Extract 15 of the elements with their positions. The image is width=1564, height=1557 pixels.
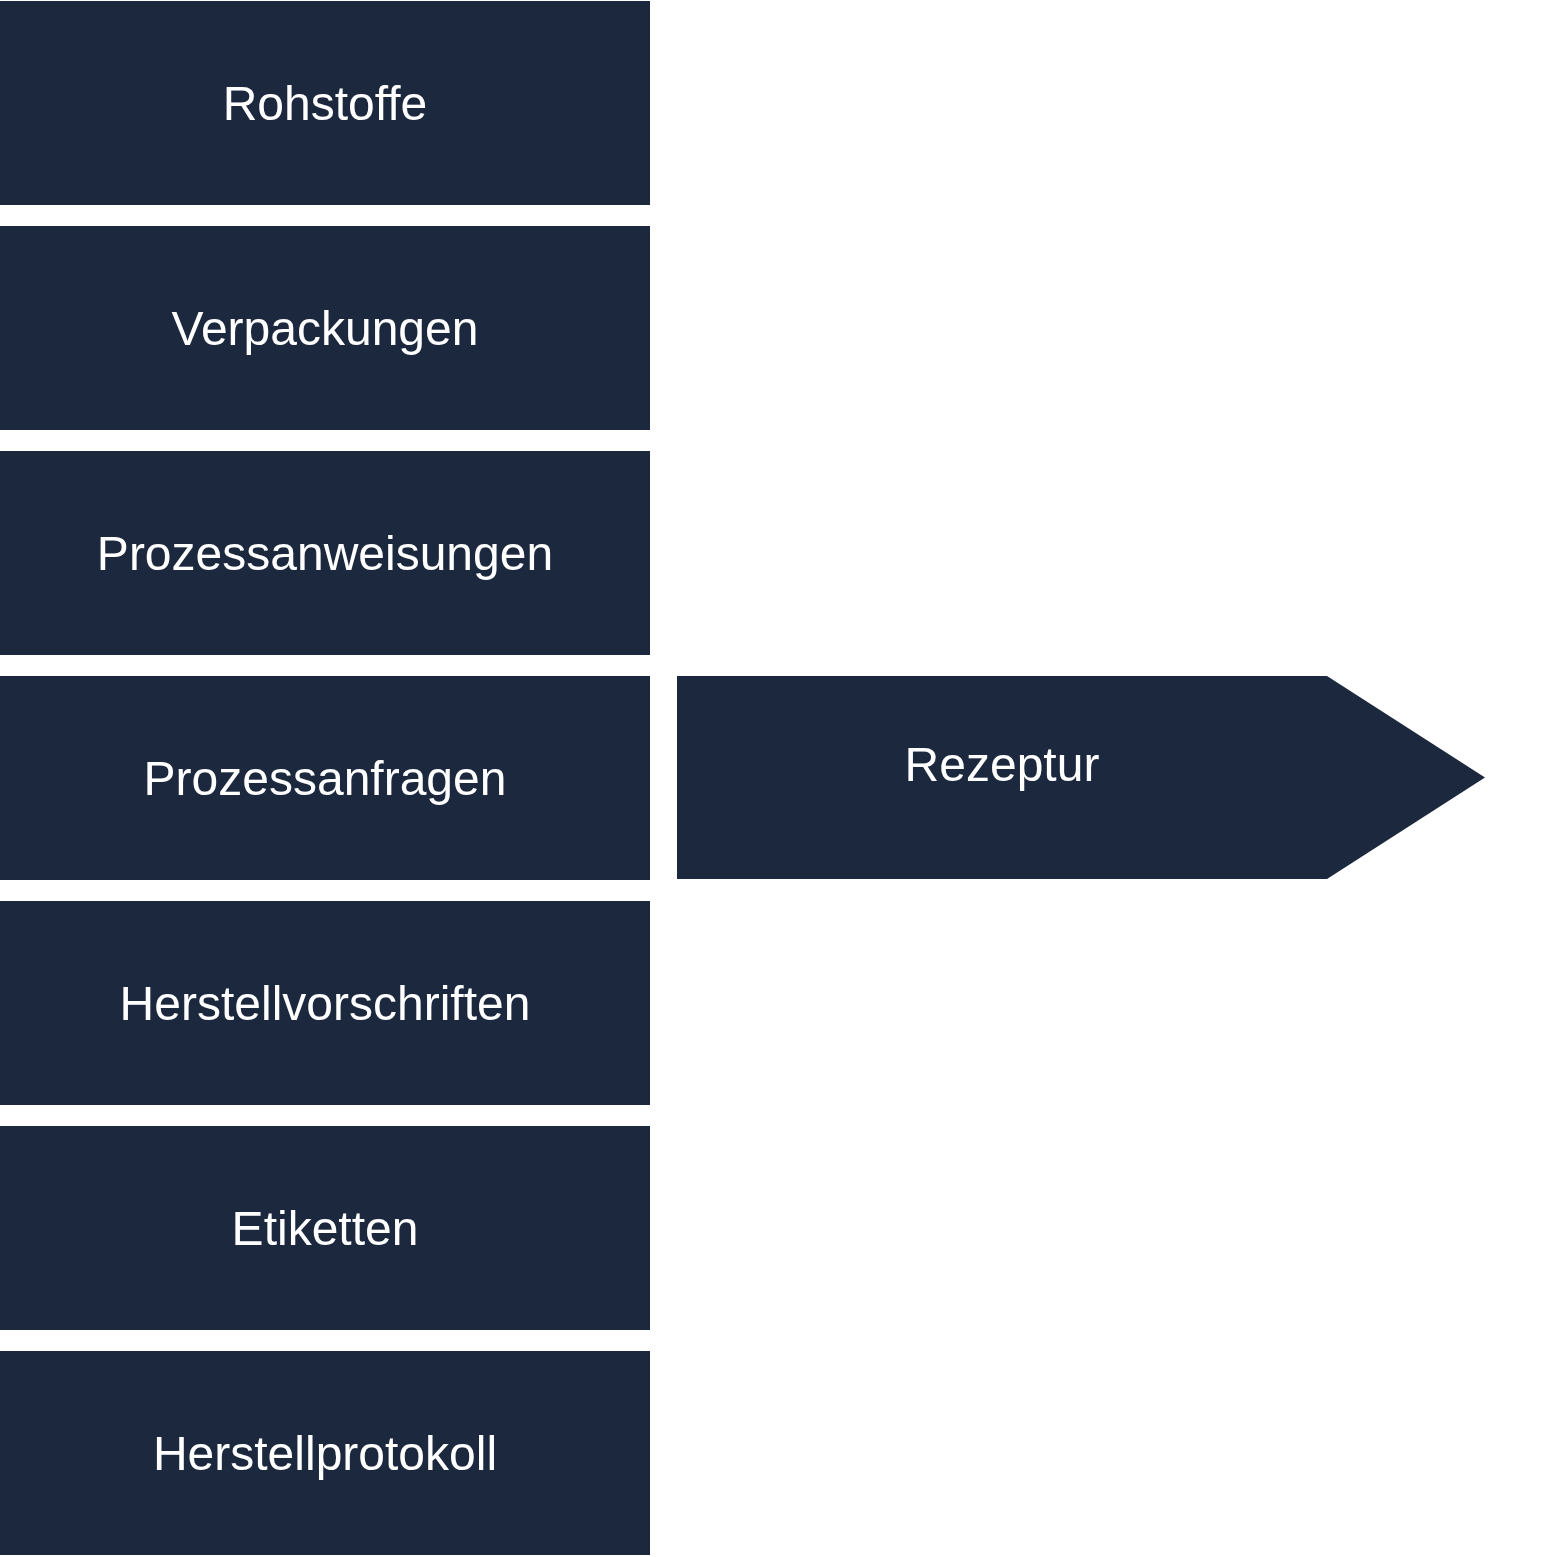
process-box (0, 1351, 650, 1555)
box-label: Herstellvorschriften (119, 975, 531, 1031)
box-label: Verpackungen (171, 300, 479, 356)
box-label: Etiketten (231, 1200, 419, 1256)
process-box (0, 901, 650, 1105)
process-box (0, 1126, 650, 1330)
process-box (0, 676, 650, 880)
box-label: Rohstoffe (222, 75, 428, 131)
box-label: Prozessanfragen (143, 750, 507, 806)
process-box (0, 451, 650, 655)
process-box (0, 226, 650, 430)
box-label: Herstellprotokoll (152, 1425, 498, 1481)
process-box (0, 1, 650, 205)
box-label: Prozessanweisungen (96, 525, 554, 581)
box-label: Rezeptur (904, 737, 1100, 792)
